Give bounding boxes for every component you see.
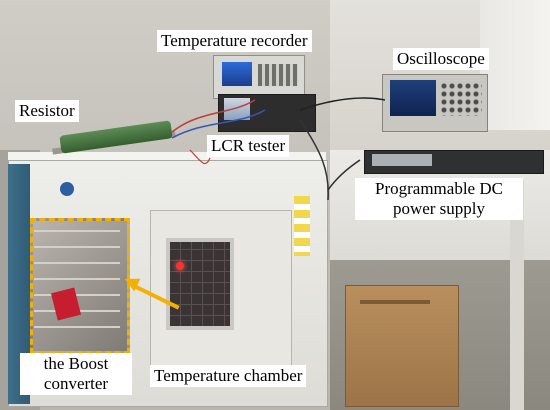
cardboard-box-tape — [360, 300, 430, 304]
chamber-side-panel — [8, 164, 30, 404]
chamber-logo — [60, 182, 74, 196]
oscilloscope-knobs — [440, 82, 482, 116]
label-temperature-chamber: Temperature chamber — [150, 365, 307, 387]
label-resistor: Resistor — [15, 100, 79, 122]
label-lcr-tester: LCR tester — [207, 135, 290, 157]
oscilloscope-screen — [390, 80, 436, 116]
label-oscilloscope: Oscilloscope — [393, 48, 489, 70]
indicator-light — [176, 262, 184, 270]
label-temperature-recorder: Temperature recorder — [157, 30, 312, 52]
psu-front-panel — [372, 154, 432, 166]
recorder-screen — [222, 62, 252, 86]
label-dc-power-supply: Programmable DC power supply — [355, 178, 523, 220]
chamber-rack — [34, 224, 120, 342]
cardboard-box — [345, 285, 459, 407]
chamber-window — [166, 238, 234, 330]
table-leg — [510, 180, 524, 410]
recorder-keypad — [258, 64, 298, 86]
lcr-screen — [224, 98, 250, 120]
warning-stickers — [294, 196, 310, 256]
window-light — [480, 0, 550, 130]
label-boost-converter: the Boost converter — [20, 353, 132, 395]
